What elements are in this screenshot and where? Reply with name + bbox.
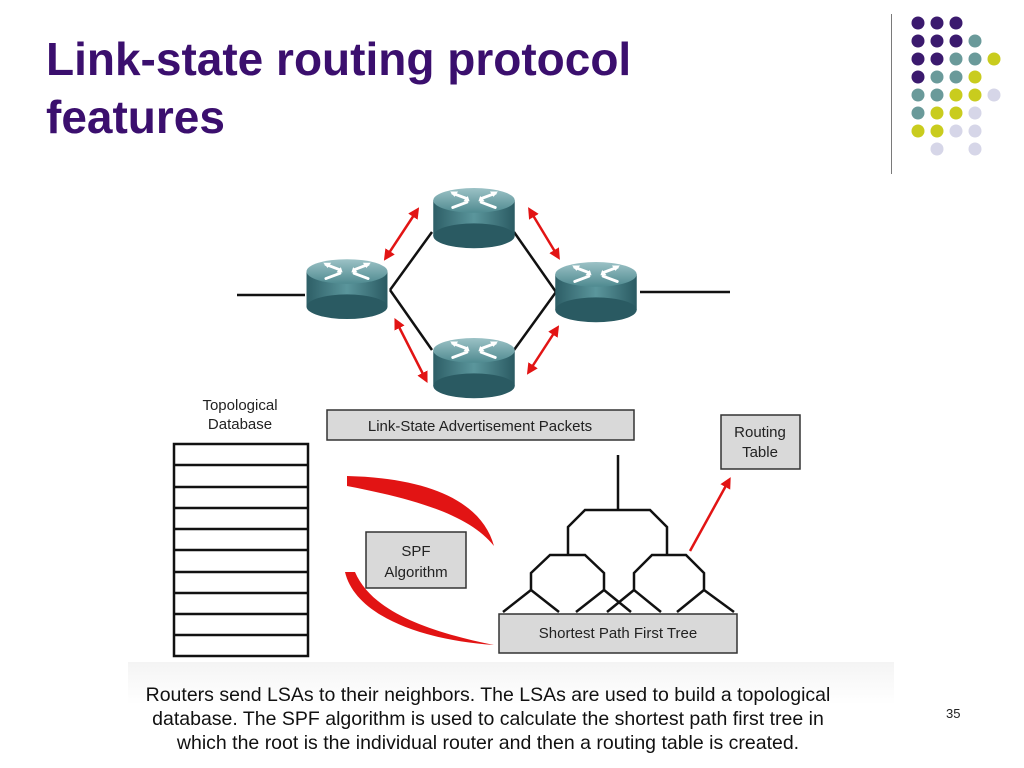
caption-line-2: database. The SPF algorithm is used to c…	[152, 708, 824, 730]
router-icon	[431, 338, 517, 400]
router-icon	[305, 259, 389, 321]
router-icon	[431, 188, 517, 250]
spf-tree-box: Shortest Path First Tree	[498, 613, 738, 654]
routing-table-box: Routing Table	[720, 414, 801, 470]
decorative-divider	[891, 14, 892, 174]
red-curved-arrow-icon	[345, 572, 494, 645]
routing-table-label-line1: Routing	[734, 424, 786, 441]
caption-line-3: which the root is the individual router …	[176, 732, 800, 754]
slide-title: Link-state routing protocol features	[46, 30, 826, 146]
page-number: 35	[946, 706, 961, 721]
spf-label-line1: SPF	[401, 543, 430, 560]
routing-table-label-line2: Table	[742, 444, 778, 461]
caption-background	[128, 662, 894, 768]
topological-db-label-line2: Database	[208, 416, 272, 433]
caption-line-1: Routers send LSAs to their neighbors. Th…	[145, 684, 831, 706]
tree-to-routing-table-arrow	[688, 477, 731, 552]
spf-algorithm-box: SPF Algorithm	[365, 531, 467, 589]
spf-label-line2: Algorithm	[384, 564, 447, 581]
router-icon	[553, 262, 639, 324]
topological-db-label-line1: Topological	[202, 397, 277, 414]
spf-tree	[502, 455, 735, 614]
title-line-2: features	[46, 91, 225, 143]
decorative-dot-grid	[911, 16, 1001, 156]
topological-database-table	[172, 442, 310, 658]
lsa-packets-label: Link-State Advertisement Packets	[368, 418, 592, 435]
bidirectional-arrow-icon	[383, 207, 560, 384]
dot-grid-dots	[911, 16, 1001, 156]
red-curved-arrow-icon	[347, 476, 494, 546]
lsa-packets-box: Link-State Advertisement Packets	[326, 409, 635, 441]
diagram-caption: Routers send LSAs to their neighbors. Th…	[78, 683, 898, 755]
spf-tree-label: Shortest Path First Tree	[539, 625, 697, 642]
title-line-1: Link-state routing protocol	[46, 33, 632, 85]
